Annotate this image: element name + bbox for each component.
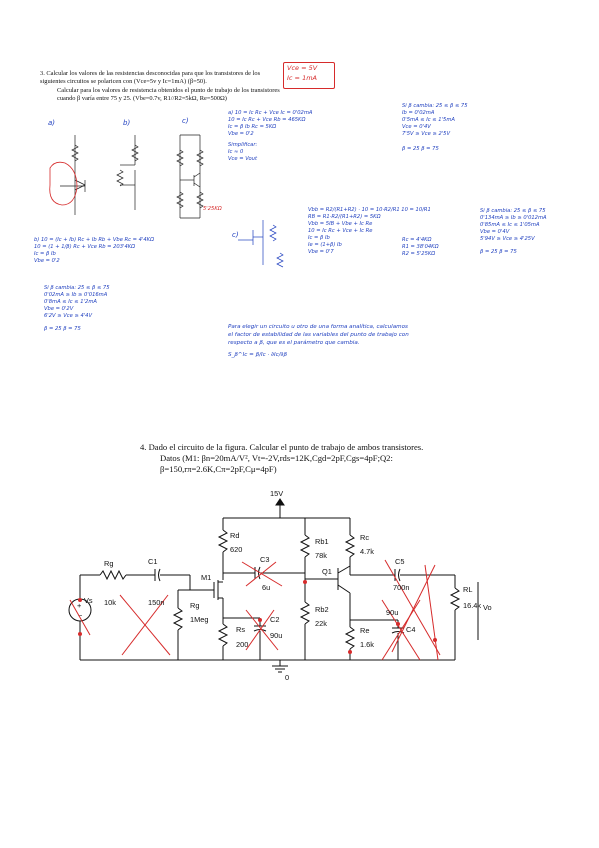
label-c2: C2 bbox=[270, 615, 279, 624]
label-rg-val: 1Meg bbox=[190, 615, 209, 624]
red-value-c: 5'25KΩ bbox=[203, 206, 222, 212]
notes-c: Vbb = R2/(R1+R2) · 10 = 10·R2/R1 10 = 10… bbox=[308, 207, 431, 255]
circuit-sketch-b bbox=[116, 135, 139, 210]
label-c4: C4 bbox=[406, 625, 415, 634]
circuit-sketch-a bbox=[49, 135, 86, 215]
schematic-problem4: + − 15V Rd 620 bbox=[68, 489, 492, 682]
circuit-sketch-c bbox=[176, 134, 204, 219]
label-c5-val: 700n bbox=[393, 583, 409, 592]
label-c5: C5 bbox=[395, 557, 404, 566]
label-gnd: 0 bbox=[285, 673, 289, 682]
given-vce: Vce = 5V bbox=[287, 64, 318, 72]
label-q1: Q1 bbox=[322, 567, 332, 576]
label-c1-val: 150n bbox=[148, 598, 164, 607]
label-supply: 15V bbox=[270, 489, 283, 498]
label-rb2-val: 22k bbox=[315, 619, 327, 628]
label-c1: C1 bbox=[148, 557, 157, 566]
problem3-sub: Calcular para los valores de resistencia… bbox=[57, 87, 280, 102]
label-m1: M1 bbox=[201, 573, 211, 582]
circuit-sketch-c2 bbox=[238, 220, 284, 268]
notes-a-right: Si β cambia: 25 ≤ β ≤ 75 Ib = 0'02mA 0'5… bbox=[402, 103, 468, 152]
stability-note: Para elegir un circuito u otro de una fo… bbox=[228, 324, 409, 358]
label-rl-val: 16.4k bbox=[463, 601, 481, 610]
label-rb2: Rb2 bbox=[315, 605, 329, 614]
label-vo: Vo bbox=[483, 603, 492, 612]
notes-b-right: Si β cambia: 25 ≤ β ≤ 75 0'02mA ≥ Ib ≥ 0… bbox=[44, 285, 110, 332]
label-rs: Rs bbox=[236, 625, 245, 634]
label-re: Re bbox=[360, 626, 369, 635]
label-re-val: 1.6k bbox=[360, 640, 374, 649]
label-rc: Rc bbox=[360, 533, 369, 542]
notes-c-mid: Rc = 4'4KΩ R1 = 38'04KΩ R2 = 5'25KΩ bbox=[402, 237, 439, 257]
label-rb1: Rb1 bbox=[315, 537, 329, 546]
svg-text:+: + bbox=[77, 601, 81, 610]
label-c2: c) bbox=[232, 231, 239, 239]
label-c2-val: 90u bbox=[270, 631, 282, 640]
notes-b: b) 10 = (Ic + Ib) Rc + Ib Rb + Vbe Rc = … bbox=[34, 237, 155, 264]
label-c3-val: 6u bbox=[262, 583, 270, 592]
label-rb1-val: 78k bbox=[315, 551, 327, 560]
label-rl: RL bbox=[463, 585, 472, 594]
label-rs-val: 200 bbox=[236, 640, 248, 649]
label-vs: Vs bbox=[84, 596, 93, 605]
label-rg-left-val: 10k bbox=[104, 598, 116, 607]
label-rg: Rg bbox=[190, 601, 199, 610]
label-a: a) bbox=[48, 119, 56, 127]
label-c: c) bbox=[182, 117, 189, 125]
notes-c-right: Si β cambia: 25 ≤ β ≤ 75 0'134mA ≥ Ib ≥ … bbox=[480, 208, 547, 255]
given-values-box bbox=[283, 62, 335, 89]
label-c3: C3 bbox=[260, 555, 269, 564]
label-rg-left: Rg bbox=[104, 559, 113, 568]
notes-a: a) 10 = Ic Rc + Vce Ic = 0'02mA 10 = Ic … bbox=[228, 110, 313, 162]
label-c4-val: 90u bbox=[386, 608, 398, 617]
svg-text:−: − bbox=[78, 611, 82, 620]
given-ic: Ic = 1mA bbox=[287, 74, 317, 82]
label-b: b) bbox=[123, 119, 131, 127]
problem4-text: 4. Dado el circuito de la figura. Calcul… bbox=[140, 442, 424, 474]
label-rc-val: 4.7k bbox=[360, 547, 374, 556]
label-rd: Rd bbox=[230, 531, 239, 540]
problem3-intro: 3. Calcular los valores de las resistenc… bbox=[40, 70, 261, 85]
label-rd-val: 620 bbox=[230, 545, 242, 554]
